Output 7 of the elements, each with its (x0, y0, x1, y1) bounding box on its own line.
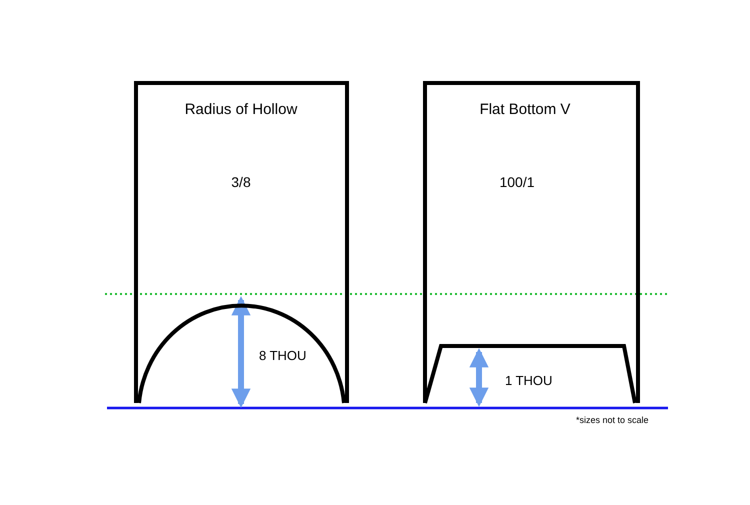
footnote: *sizes not to scale (576, 415, 649, 425)
profile-title: Flat Bottom V (480, 101, 570, 118)
dimension-label: 1 THOU (505, 373, 552, 388)
profile-value: 3/8 (231, 174, 251, 190)
profile-value: 100/1 (499, 174, 535, 190)
dimension-label: 8 THOU (259, 348, 306, 363)
profile-title: Radius of Hollow (184, 101, 298, 118)
